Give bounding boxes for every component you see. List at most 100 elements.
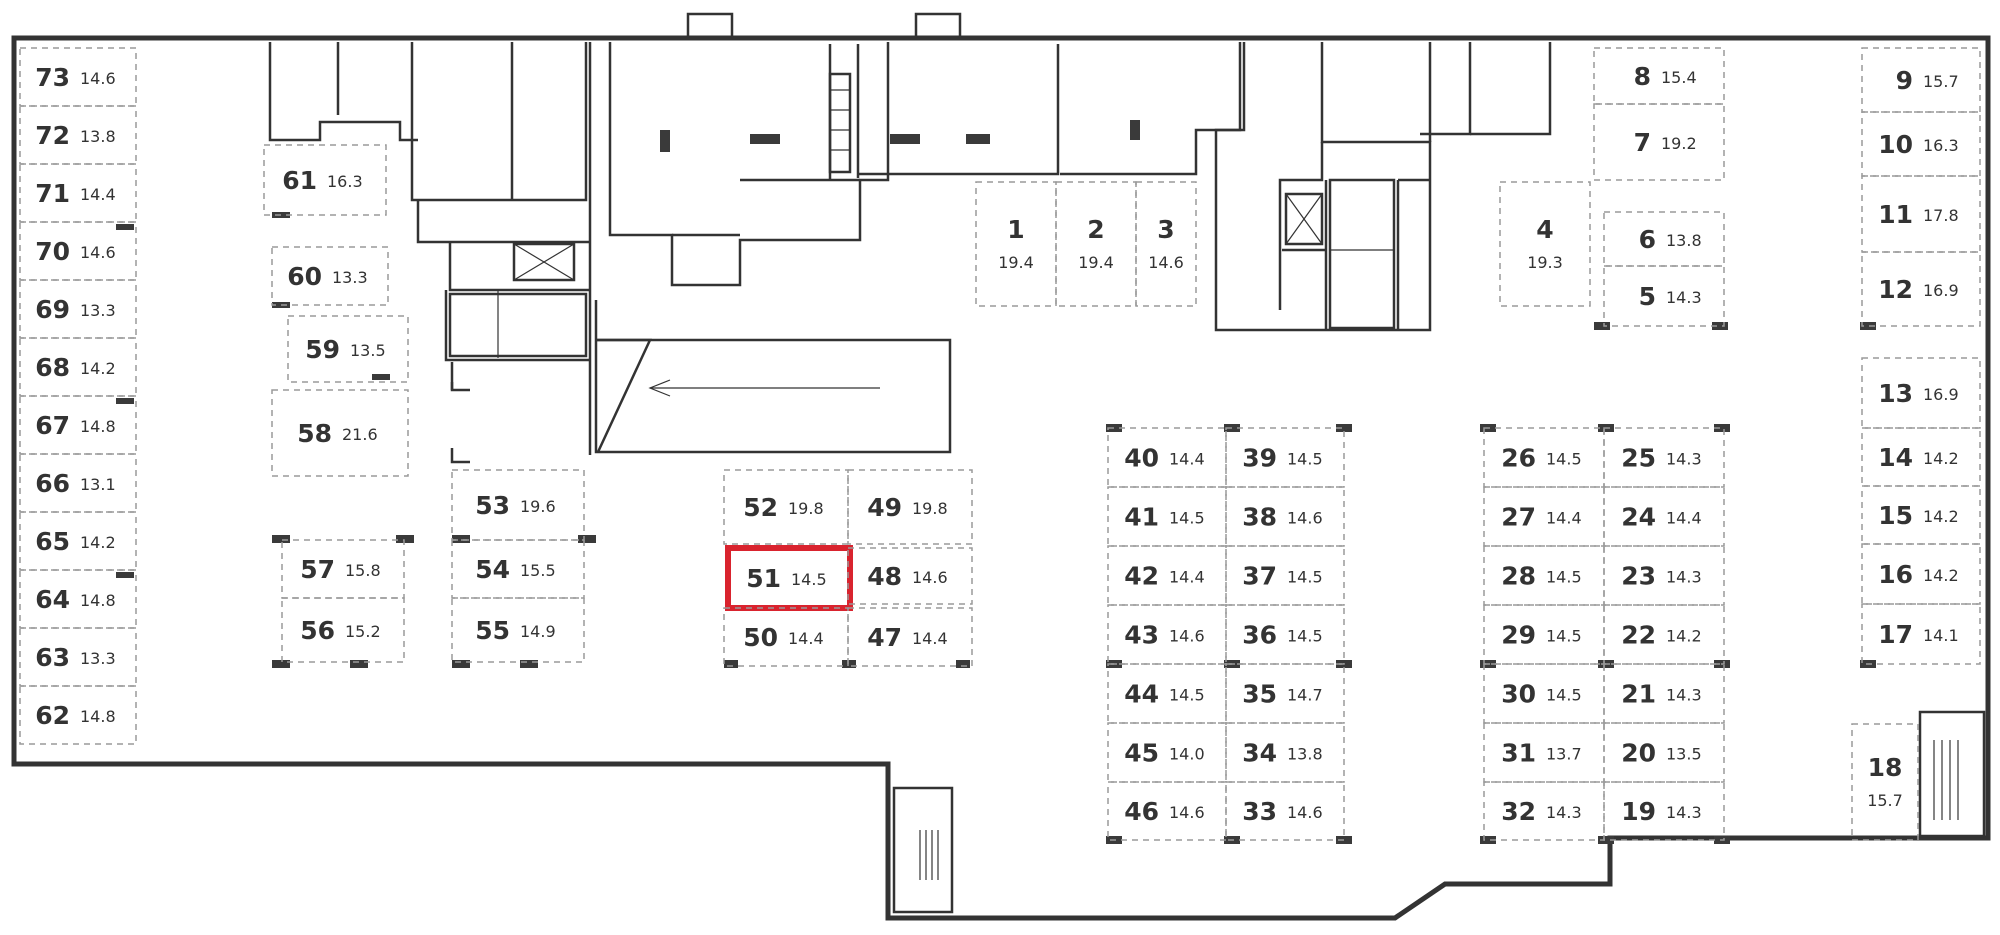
parking-spot-area: 14.1 [1923,626,1959,645]
utility-block-left [268,42,592,464]
parking-spot-1[interactable]: 119.4 [975,181,1057,307]
parking-spot-area: 14.4 [1169,450,1205,469]
stairwell-bottom [892,786,954,914]
parking-spot-number: 35 [1242,680,1277,709]
parking-spot-4[interactable]: 419.3 [1499,181,1591,307]
parking-spot-area: 19.4 [998,253,1034,272]
parking-spot-outline [1603,663,1725,724]
parking-spot-number: 26 [1501,444,1536,473]
parking-spot-outline [847,607,973,667]
parking-spot-number: 30 [1501,680,1536,709]
parking-spot-outline [1483,545,1605,606]
parking-spot-area: 14.4 [912,629,948,648]
parking-spot-area: 14.5 [1169,509,1205,528]
parking-spot-number: 44 [1124,680,1159,709]
parking-spot-number: 13 [1878,379,1913,408]
parking-spot-outline [1603,545,1725,606]
parking-spot-number: 20 [1621,739,1656,768]
parking-spot-outline [271,246,389,306]
parking-spot-number: 11 [1878,200,1913,229]
parking-spot-3[interactable]: 314.6 [1135,181,1197,307]
parking-spot-outline [1861,603,1981,665]
parking-spot-area: 14.6 [1169,803,1205,822]
parking-spot-outline [847,547,973,605]
parking-spot-area: 14.2 [1666,627,1702,646]
parking-spot-area: 14.6 [80,69,116,88]
parking-spot-number: 29 [1501,621,1536,650]
parking-spot-area: 13.1 [80,475,116,494]
parking-spot-2[interactable]: 219.4 [1055,181,1137,307]
parking-spot-number: 59 [305,335,340,364]
